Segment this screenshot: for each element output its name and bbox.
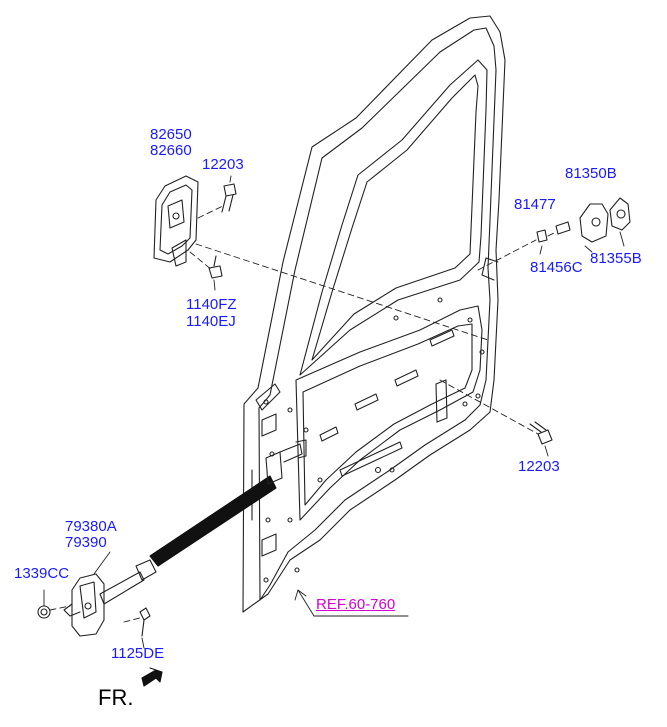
label-81350b: 81350B (565, 165, 617, 182)
inside-handle-part (153, 175, 199, 267)
label-leaders (43, 175, 625, 649)
label-1125de: 1125DE (111, 645, 165, 662)
label-1140fz: 1140FZ (186, 296, 237, 313)
door-panel (242, 15, 506, 613)
bolt-12203-right (529, 421, 553, 445)
door-checker (37, 559, 157, 637)
ref-link[interactable]: REF.60-760 (316, 596, 396, 613)
label-12203-top: 12203 (202, 156, 244, 173)
label-1140ej: 1140EJ (186, 313, 236, 330)
label-82660: 82660 (150, 142, 192, 159)
label-81477: 81477 (514, 196, 556, 213)
screw-1140fz (208, 255, 223, 279)
label-81456c: 81456C (530, 259, 583, 276)
label-82650: 82650 (150, 126, 192, 143)
arrow-down-left-icon (141, 667, 163, 687)
label-79390: 79390 (65, 534, 107, 551)
label-12203-right: 12203 (518, 458, 560, 475)
front-indicator-label: FR. (98, 685, 134, 710)
bolt-12203-top (221, 183, 237, 213)
leader-lines (49, 204, 557, 623)
checker-link-band (149, 475, 277, 567)
label-79380a: 79380A (65, 518, 117, 535)
striker-assembly (536, 197, 631, 243)
checker-bracket (265, 439, 307, 485)
label-81355b: 81355B (590, 250, 642, 267)
label-1339cc: 1339CC (14, 565, 70, 582)
